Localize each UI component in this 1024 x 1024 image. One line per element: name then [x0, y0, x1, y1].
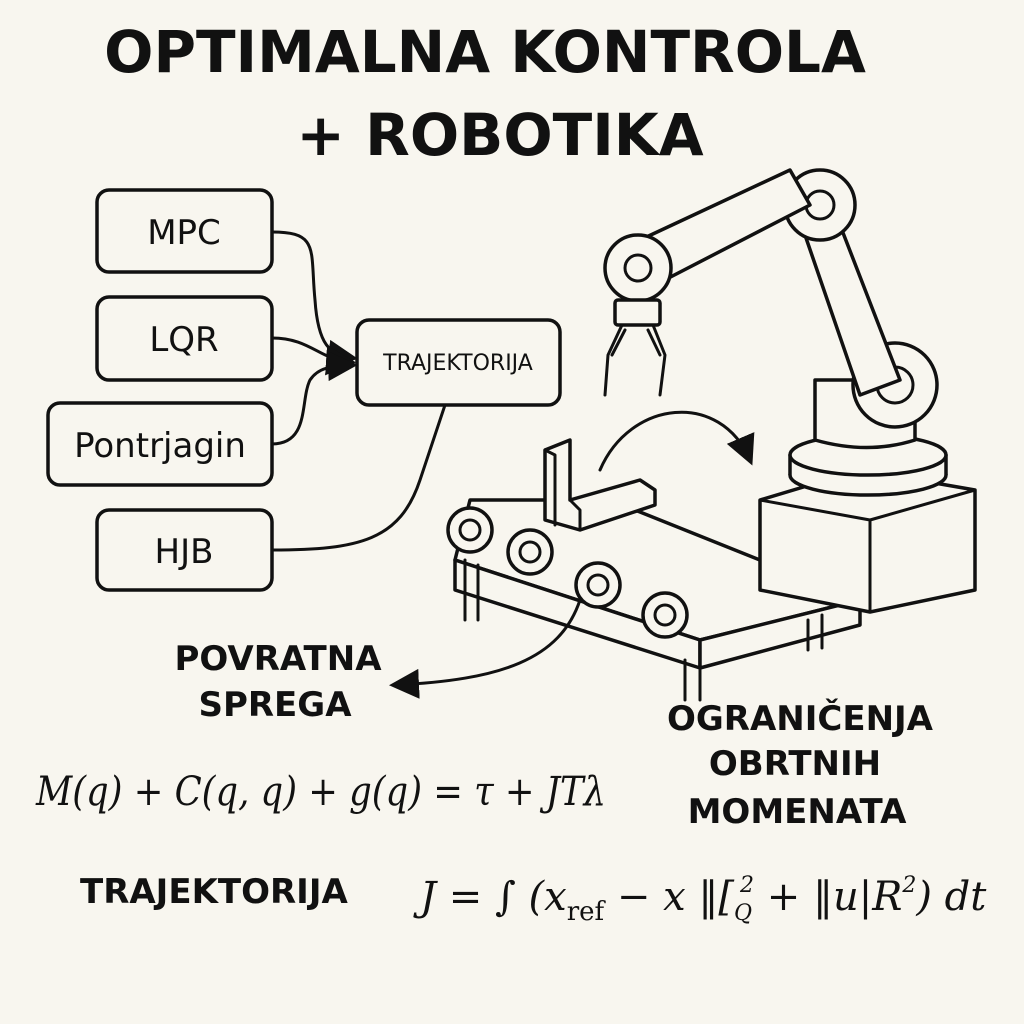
- cost-q-sub: Q: [734, 901, 752, 926]
- torque-limits-line-1: OGRANIČENJA: [667, 698, 934, 739]
- torque-limits-line-3: MOMENATA: [688, 792, 907, 832]
- cost-q-sup: 2: [739, 873, 754, 898]
- method-label: HJB: [155, 532, 214, 572]
- cost-sub-ref: ref: [567, 897, 607, 927]
- title-line-2: + ROBOTIKA: [296, 101, 703, 169]
- feedback-label-line-1: POVRATNA: [174, 639, 382, 679]
- method-box-pontrjagin: Pontrjagin: [46, 401, 274, 487]
- cost-rest: + ‖u|R: [754, 874, 902, 920]
- robot-arm-illustration: [603, 168, 977, 614]
- conveyor-illustration: [446, 438, 862, 702]
- dynamics-equation: M(q) + C(q, q) + g(q) = τ + JTλ: [35, 769, 606, 815]
- cost-label: TRAJEKTORIJA: [80, 872, 348, 912]
- title-line-1: OPTIMALNA KONTROLA: [104, 18, 866, 86]
- connector-hjb: [270, 403, 447, 552]
- cost-mid: − x ‖[: [604, 874, 734, 920]
- transfer-arrow: [598, 410, 755, 472]
- trajectory-box: TRAJEKTORIJA: [355, 318, 562, 407]
- method-label: LQR: [149, 320, 218, 360]
- feedback-arrow: [389, 598, 582, 699]
- connector-lqr: [270, 336, 356, 376]
- method-box-lqr: LQR: [95, 295, 274, 382]
- method-box-mpc: MPC: [95, 188, 274, 274]
- torque-limits-line-2: OBRTNIH: [709, 744, 881, 784]
- feedback-label-line-2: SPREGA: [198, 685, 352, 725]
- method-label: Pontrjagin: [74, 426, 246, 466]
- cost-r-sup: 2: [901, 873, 916, 898]
- trajectory-label: TRAJEKTORIJA: [382, 351, 533, 376]
- cost-end: ) dt: [915, 874, 987, 920]
- connector-pontrjagin: [270, 351, 358, 446]
- method-box-hjb: HJB: [95, 508, 274, 592]
- method-label: MPC: [147, 213, 221, 253]
- cost-equation: J = ∫ (xref − x ‖[Q2 + ‖u|R2) dt: [413, 873, 987, 927]
- cost-lhs: J = ∫ (x: [413, 874, 567, 920]
